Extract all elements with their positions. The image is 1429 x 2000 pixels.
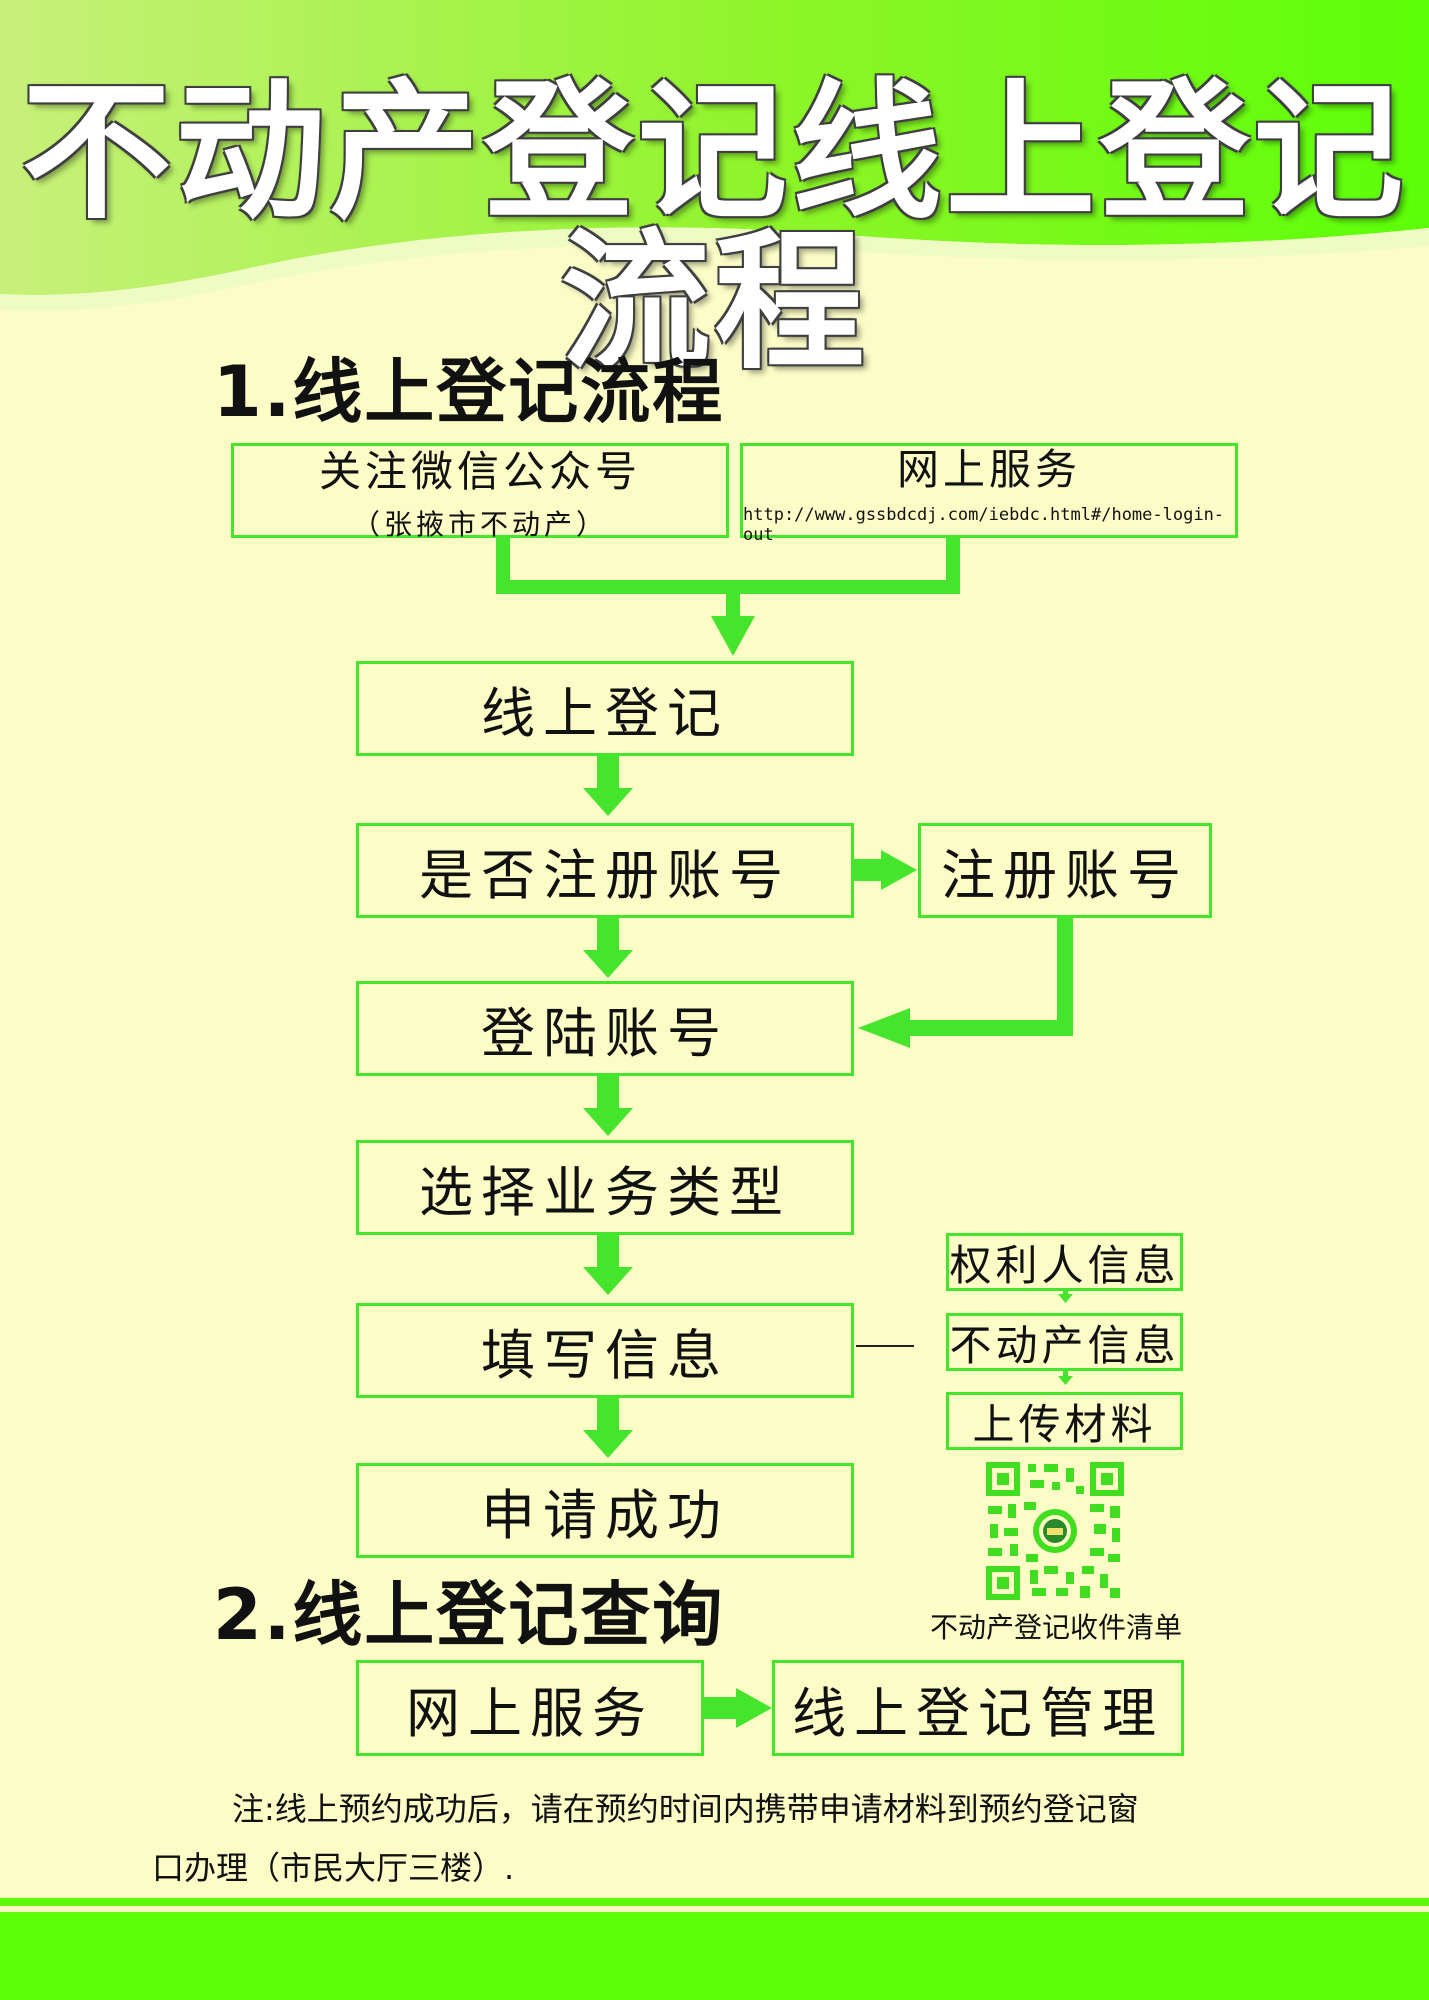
step-application-success: 申请成功 [356,1463,854,1558]
register-account-box: 注册账号 [918,823,1212,918]
qr-caption: 不动产登记收件清单 [929,1611,1182,1644]
note-line-2: 口办理（市民大厅三楼）. [152,1849,515,1887]
info-step-rights-holder: 权利人信息 [946,1233,1183,1291]
qr-code-icon [986,1462,1124,1600]
wechat-account-name: （张掖市不动产） [351,508,608,541]
section2-heading: 2.线上登记查询 [213,1574,725,1656]
poster-title: 不动产登记线上登记流程 [21,66,1408,390]
info-step-upload-materials: 上传材料 [946,1392,1183,1450]
online-registration-management-box: 线上登记管理 [772,1660,1184,1756]
online-service-label: 网上服务 [896,445,1081,494]
step-fill-information: 填写信息 [356,1303,854,1398]
section1-heading: 1.线上登记流程 [213,351,725,433]
query-online-service-box: 网上服务 [356,1660,704,1756]
step-select-business-type: 选择业务类型 [356,1140,854,1235]
online-service-entry-box: 网上服务 http://www.gssbdcdj.com/iebdc.html#… [740,443,1238,545]
note-line-1: 注:线上预约成功后，请在预约时间内携带申请材料到预约登记窗 [232,1790,1139,1828]
step-online-registration: 线上登记 [356,661,854,756]
wechat-label: 关注微信公众号 [318,447,641,496]
info-step-property: 不动产信息 [946,1313,1183,1371]
online-service-url: http://www.gssbdcdj.com/iebdc.html#/home… [743,505,1225,545]
step-check-account: 是否注册账号 [356,823,854,918]
wechat-official-account-box: 关注微信公众号 （张掖市不动产） [231,443,729,541]
step-login-account: 登陆账号 [356,981,854,1076]
